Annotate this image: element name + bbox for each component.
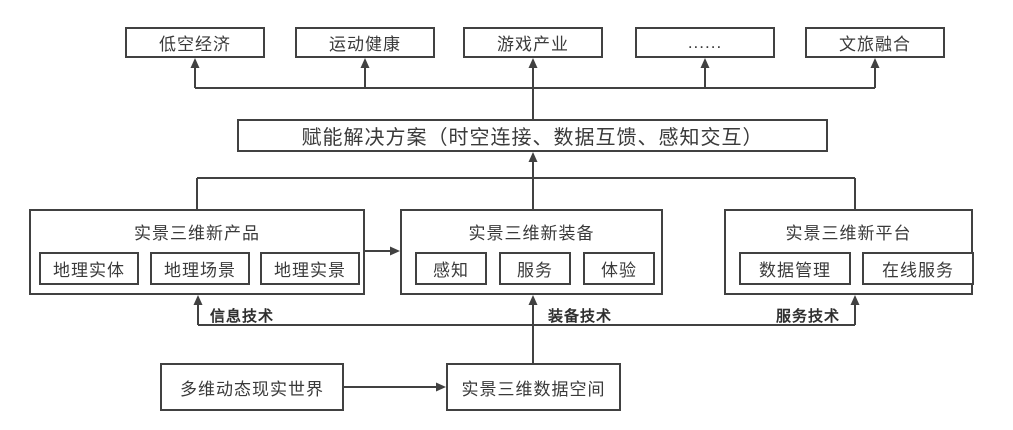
data-management-box: 数据管理 xyxy=(739,252,851,285)
arrowhead-up-icon xyxy=(190,58,200,68)
arrowhead-up-icon xyxy=(850,295,860,305)
arrowhead-up-icon xyxy=(360,58,370,68)
geo-scene-box: 地理场景 xyxy=(150,252,250,285)
application-box-sports-health: 运动健康 xyxy=(295,27,435,58)
arrowhead-up-icon xyxy=(870,58,880,68)
arrowhead-right-icon xyxy=(390,246,400,256)
perception-box: 感知 xyxy=(415,252,487,285)
equipment-tech-label: 装备技术 xyxy=(548,308,613,325)
data-space-box: 实景三维数据空间 xyxy=(446,363,621,411)
geo-reality-box: 地理实景 xyxy=(260,252,360,285)
application-box-ellipsis: ...... xyxy=(635,27,775,58)
service-tech-label: 服务技术 xyxy=(776,308,841,325)
arrowhead-up-icon xyxy=(528,152,538,162)
application-box-gaming-industry: 游戏产业 xyxy=(463,27,603,58)
info-tech-label: 信息技术 xyxy=(210,308,275,325)
arrowhead-up-icon xyxy=(193,295,203,305)
application-box-low-altitude-economy: 低空经济 xyxy=(125,27,265,58)
product-group-box: 实景三维新产品 地理实体 地理场景 地理实景 xyxy=(29,209,365,295)
application-box-culture-tourism: 文旅融合 xyxy=(805,27,945,58)
geo-entity-box: 地理实体 xyxy=(39,252,139,285)
product-group-title: 实景三维新产品 xyxy=(134,223,260,243)
arrowhead-right-icon xyxy=(436,382,446,392)
service-box: 服务 xyxy=(499,252,571,285)
experience-box: 体验 xyxy=(583,252,655,285)
arrowhead-up-icon xyxy=(528,58,538,68)
equipment-group-title: 实景三维新装备 xyxy=(468,223,595,243)
solution-box: 赋能解决方案（时空连接、数据互馈、感知交互） xyxy=(237,119,828,152)
arrowhead-up-icon xyxy=(700,58,710,68)
platform-group-title: 实景三维新平台 xyxy=(785,223,912,243)
equipment-group-box: 实景三维新装备 感知 服务 体验 xyxy=(400,209,663,295)
real-world-box: 多维动态现实世界 xyxy=(160,363,344,411)
platform-group-box: 实景三维新平台 数据管理 在线服务 xyxy=(724,209,974,295)
online-service-box: 在线服务 xyxy=(862,252,974,285)
arrowhead-up-icon xyxy=(528,295,538,305)
